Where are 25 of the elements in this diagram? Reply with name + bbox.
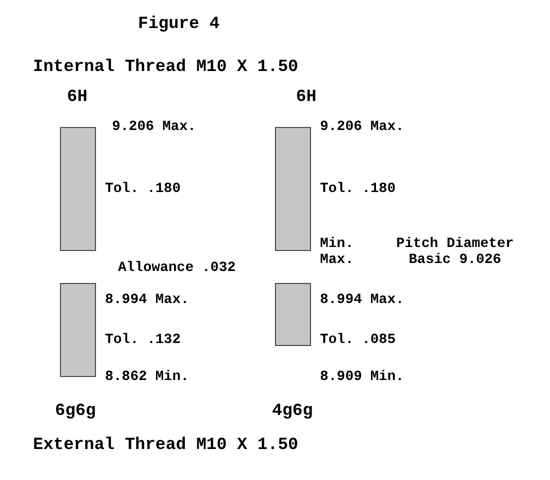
tolerance-zone-bar	[60, 127, 96, 251]
heading: Internal Thread M10 X 1.50	[33, 58, 298, 78]
value-label: 9.206 Max.	[112, 119, 196, 135]
thread-class-label: 6g6g	[55, 402, 96, 422]
heading: External Thread M10 X 1.50	[33, 436, 298, 456]
value-label: 8.994 Max.	[320, 292, 404, 308]
thread-class-label: 6H	[296, 88, 316, 108]
value-label: Max.	[320, 252, 354, 268]
value-label: 9.206 Max.	[320, 119, 404, 135]
tolerance-zone-bar	[60, 283, 96, 377]
figure-title: Figure 4	[138, 15, 220, 35]
value-label: Tol. .085	[320, 332, 396, 348]
value-label: Tol. .180	[105, 181, 181, 197]
value-label: 8.994 Max.	[105, 292, 190, 308]
thread-class-label: 6H	[67, 88, 88, 108]
value-label: Tol. .180	[320, 181, 396, 197]
value-label: Tol. .132	[105, 332, 181, 348]
tolerance-zone-bar	[275, 283, 311, 346]
value-label: 8.909 Min.	[320, 369, 404, 385]
basic-pitch-diameter-label: Pitch Diameter Basic 9.026	[395, 236, 515, 268]
value-label: 8.862 Min.	[105, 369, 190, 385]
thread-class-label: 4g6g	[272, 402, 313, 422]
tolerance-zone-bar	[275, 127, 311, 251]
allowance-label: Allowance .032	[118, 260, 236, 276]
value-label: Min.	[320, 236, 354, 252]
